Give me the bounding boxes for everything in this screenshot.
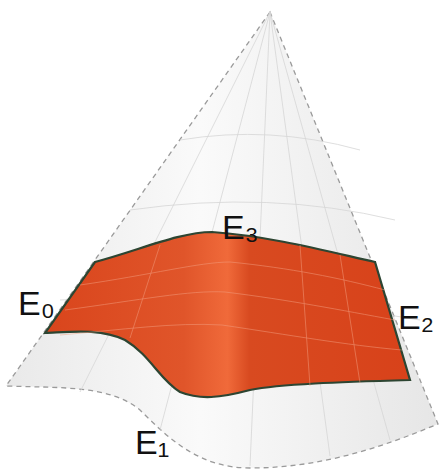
cone-surface: [6, 12, 438, 468]
surface-patch: [45, 232, 410, 397]
patch-grid: [60, 245, 402, 386]
edge-label: E₃: [222, 210, 259, 244]
edge-label: E₁: [135, 425, 169, 459]
edge-label: E₂: [398, 300, 434, 334]
cone-grid: [60, 12, 420, 466]
edge-label: E₀: [18, 286, 55, 320]
